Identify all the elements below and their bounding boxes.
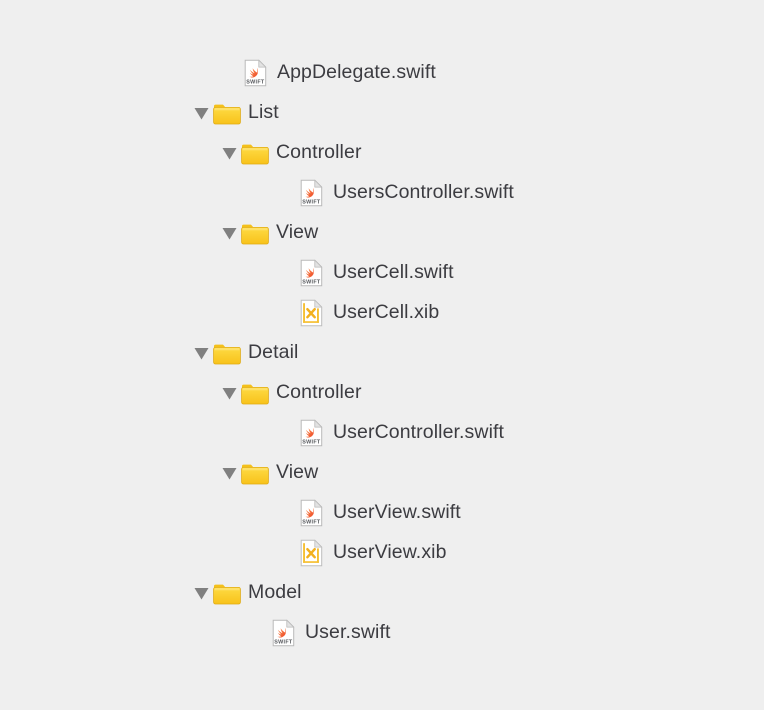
tree-row[interactable]: UserView.xib bbox=[0, 533, 764, 573]
svg-text:SWIFT: SWIFT bbox=[246, 80, 265, 86]
svg-text:SWIFT: SWIFT bbox=[274, 640, 293, 646]
xib-file-icon bbox=[296, 533, 326, 573]
tree-row[interactable]: Controller bbox=[0, 133, 764, 173]
disclosure-triangle-expanded-icon[interactable] bbox=[190, 573, 212, 613]
folder-icon bbox=[240, 453, 270, 493]
disclosure-triangle-expanded-icon[interactable] bbox=[190, 333, 212, 373]
tree-row-label: Controller bbox=[276, 141, 362, 164]
tree-row[interactable]: SWIFT UserController.swift bbox=[0, 413, 764, 453]
disclosure-triangle-expanded-icon[interactable] bbox=[218, 453, 240, 493]
folder-icon bbox=[240, 373, 270, 413]
tree-row-label: List bbox=[248, 101, 279, 124]
tree-row-label: AppDelegate.swift bbox=[277, 61, 436, 84]
svg-text:SWIFT: SWIFT bbox=[302, 520, 321, 526]
tree-row-label: UsersController.swift bbox=[333, 181, 514, 204]
swift-file-icon: SWIFT bbox=[296, 173, 326, 213]
tree-row-label: Controller bbox=[276, 381, 362, 404]
tree-row[interactable]: View bbox=[0, 213, 764, 253]
tree-row[interactable]: SWIFT AppDelegate.swift bbox=[0, 53, 764, 93]
tree-row[interactable]: SWIFT User.swift bbox=[0, 613, 764, 653]
tree-row-label: Model bbox=[248, 581, 302, 604]
swift-file-icon: SWIFT bbox=[240, 53, 270, 93]
tree-row[interactable]: Controller bbox=[0, 373, 764, 413]
tree-row-label: User.swift bbox=[305, 621, 391, 644]
swift-file-icon: SWIFT bbox=[296, 253, 326, 293]
disclosure-triangle-expanded-icon[interactable] bbox=[218, 373, 240, 413]
tree-row-label: UserView.swift bbox=[333, 501, 461, 524]
tree-row[interactable]: SWIFT UserView.swift bbox=[0, 493, 764, 533]
tree-row-label: UserCell.xib bbox=[333, 301, 440, 324]
tree-row-label: UserCell.swift bbox=[333, 261, 454, 284]
svg-text:SWIFT: SWIFT bbox=[302, 280, 321, 286]
disclosure-triangle-expanded-icon[interactable] bbox=[190, 93, 212, 133]
tree-row[interactable]: SWIFT UsersController.swift bbox=[0, 173, 764, 213]
swift-file-icon: SWIFT bbox=[296, 413, 326, 453]
tree-row[interactable]: Detail bbox=[0, 333, 764, 373]
folder-icon bbox=[212, 93, 242, 133]
disclosure-triangle-expanded-icon[interactable] bbox=[218, 213, 240, 253]
tree-row-label: View bbox=[276, 461, 319, 484]
tree-row-label: Detail bbox=[248, 341, 299, 364]
tree-row[interactable]: Model bbox=[0, 573, 764, 613]
swift-file-icon: SWIFT bbox=[296, 493, 326, 533]
tree-row-label: UserController.swift bbox=[333, 421, 505, 444]
disclosure-triangle-expanded-icon[interactable] bbox=[218, 133, 240, 173]
folder-icon bbox=[240, 133, 270, 173]
tree-row-label: UserView.xib bbox=[333, 541, 447, 564]
folder-icon bbox=[212, 333, 242, 373]
tree-row[interactable]: View bbox=[0, 453, 764, 493]
tree-row-label: View bbox=[276, 221, 319, 244]
tree-row[interactable]: UserCell.xib bbox=[0, 293, 764, 333]
swift-file-icon: SWIFT bbox=[268, 613, 298, 653]
tree-row[interactable]: SWIFT UserCell.swift bbox=[0, 253, 764, 293]
xib-file-icon bbox=[296, 293, 326, 333]
folder-icon bbox=[212, 573, 242, 613]
svg-text:SWIFT: SWIFT bbox=[302, 440, 321, 446]
tree-row[interactable]: List bbox=[0, 93, 764, 133]
folder-icon bbox=[240, 213, 270, 253]
svg-text:SWIFT: SWIFT bbox=[302, 200, 321, 206]
